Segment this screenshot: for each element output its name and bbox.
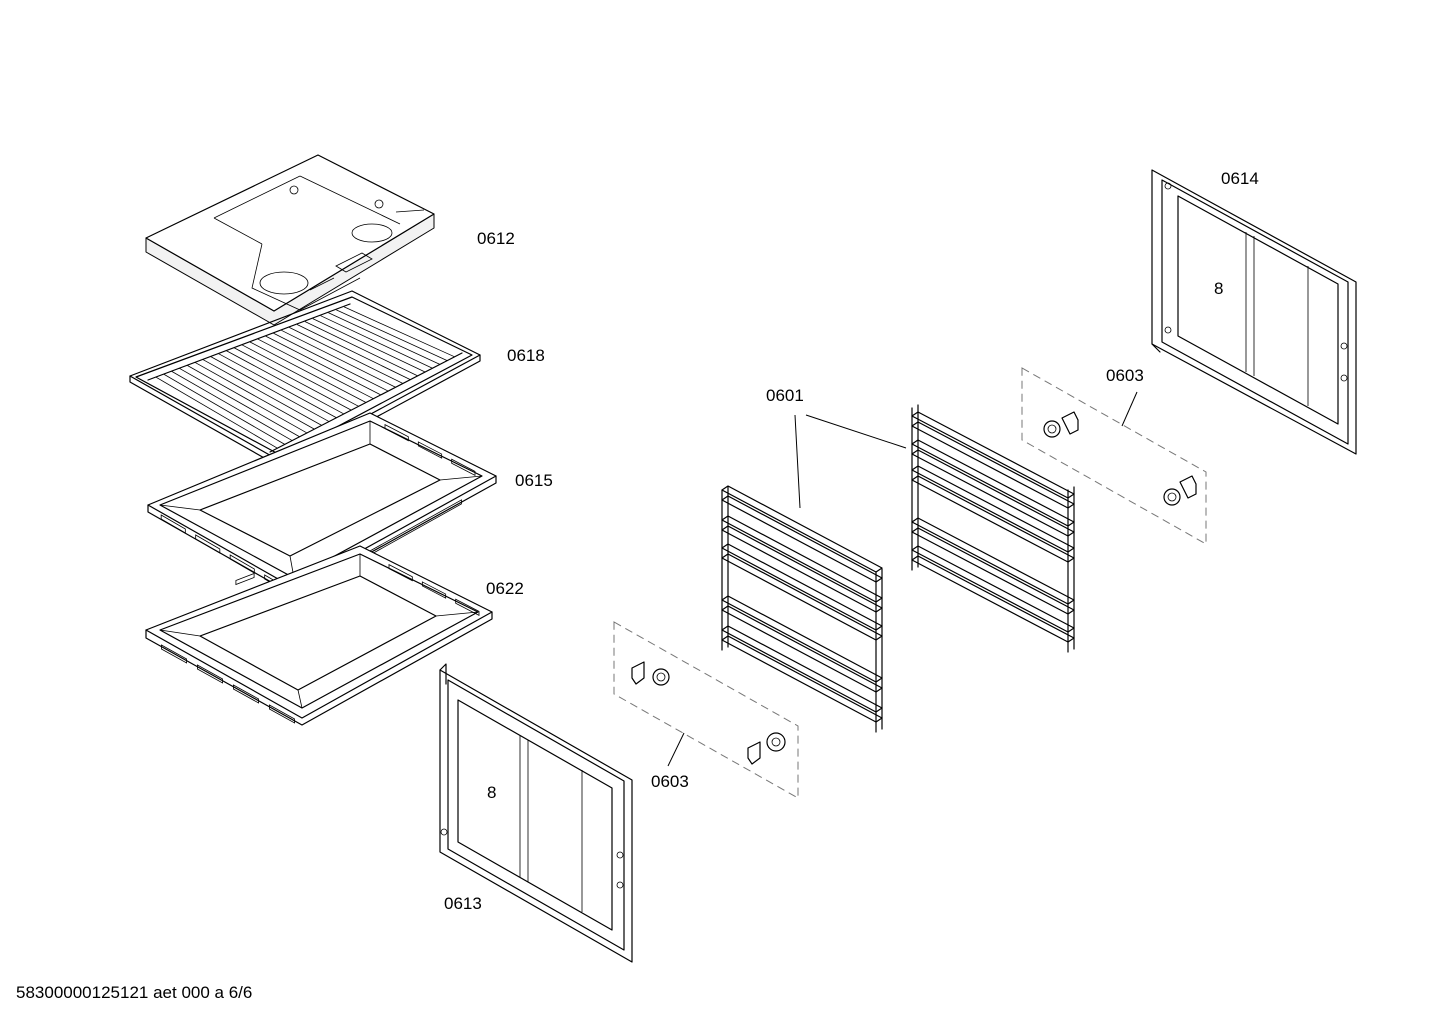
rack-bar	[257, 338, 374, 400]
rack-bar	[241, 344, 359, 407]
part-0601-left-shelf-runner	[721, 485, 883, 733]
tray-slot	[195, 534, 221, 554]
rack-bar	[163, 373, 285, 445]
rack-bar	[265, 335, 381, 396]
rack-bar	[179, 367, 300, 438]
runner-rail	[721, 525, 883, 613]
runner-rail	[911, 555, 1075, 643]
rack-bar	[226, 350, 345, 415]
part-0622-flat-tray	[145, 545, 493, 726]
tray-slot	[384, 423, 409, 442]
rack-bar	[155, 376, 278, 449]
rack-bar	[289, 327, 404, 384]
rack-bar	[343, 306, 455, 358]
runner-rail	[911, 449, 1075, 537]
rack-bar	[281, 329, 396, 388]
runner-rail	[721, 625, 883, 713]
tray-slot	[421, 581, 447, 599]
document-code: 58300000125121 aet 000 a 6/6	[16, 983, 252, 1002]
label-0603-upper: 0603	[1106, 366, 1144, 385]
rack-bar	[328, 312, 441, 365]
runner-rail	[911, 439, 1075, 527]
label-0613: 0613	[444, 894, 482, 913]
rack-bar	[273, 332, 389, 392]
label-0622: 0622	[486, 579, 524, 598]
runner-rail	[721, 543, 883, 631]
part-0614-right-side-panel: 8	[1151, 169, 1357, 455]
part-0603-upper-fastener-group	[1021, 367, 1207, 545]
label-0618: 0618	[507, 346, 545, 365]
tray-slot	[455, 598, 480, 617]
rack-bar	[210, 356, 330, 422]
runner-rail	[721, 495, 883, 583]
runner-rail	[721, 595, 883, 683]
rack-bar	[296, 324, 411, 381]
label-0614: 0614	[1221, 169, 1259, 188]
svg-text:8: 8	[1214, 279, 1223, 298]
label-0615: 0615	[515, 471, 553, 490]
part-0612-cover-plate	[145, 154, 435, 326]
rack-bar	[202, 359, 322, 426]
tray-slot	[417, 441, 443, 459]
tray-slot	[451, 458, 476, 477]
tray-slot	[235, 572, 255, 586]
runner-rail	[911, 475, 1075, 563]
rack-bar	[249, 341, 367, 403]
runner-rail	[721, 605, 883, 693]
svg-text:8: 8	[487, 783, 496, 802]
tray-slot	[233, 684, 259, 704]
tray-slot	[197, 664, 223, 684]
rack-bar	[187, 365, 308, 434]
part-0618-wire-rack	[129, 290, 481, 469]
clip-icon	[1043, 411, 1079, 438]
rack-bar	[336, 309, 448, 361]
clip-icon	[1163, 475, 1197, 506]
clip-icon	[631, 661, 670, 686]
tray-slot	[161, 644, 187, 664]
tray-slot	[388, 563, 413, 582]
rack-bar	[171, 370, 293, 441]
runner-rail	[911, 545, 1075, 633]
runner-rail	[721, 635, 883, 723]
part-0601-right-shelf-runner	[911, 404, 1075, 653]
label-0601: 0601	[766, 386, 804, 405]
runner-rail	[721, 515, 883, 603]
part-0613-left-side-panel: 8	[439, 663, 633, 963]
runner-rail	[911, 421, 1075, 509]
rack-bar	[194, 362, 315, 430]
tray-slot	[269, 704, 295, 724]
tray-slot	[160, 514, 186, 534]
runner-rail	[721, 485, 883, 573]
part-0603-lower-fastener-group	[613, 621, 799, 799]
rack-bar	[234, 347, 352, 411]
rack-bar	[304, 321, 418, 377]
label-0612: 0612	[477, 229, 515, 248]
rack-bar	[312, 318, 426, 373]
runner-rail	[911, 411, 1075, 499]
rack-bar	[218, 353, 337, 419]
label-0603-lower: 0603	[651, 772, 689, 791]
clip-icon	[747, 732, 786, 765]
runner-rail	[721, 553, 883, 641]
runner-rail	[911, 527, 1075, 615]
runner-rail	[911, 465, 1075, 553]
rack-bar	[320, 315, 433, 369]
runner-rail	[911, 517, 1075, 605]
